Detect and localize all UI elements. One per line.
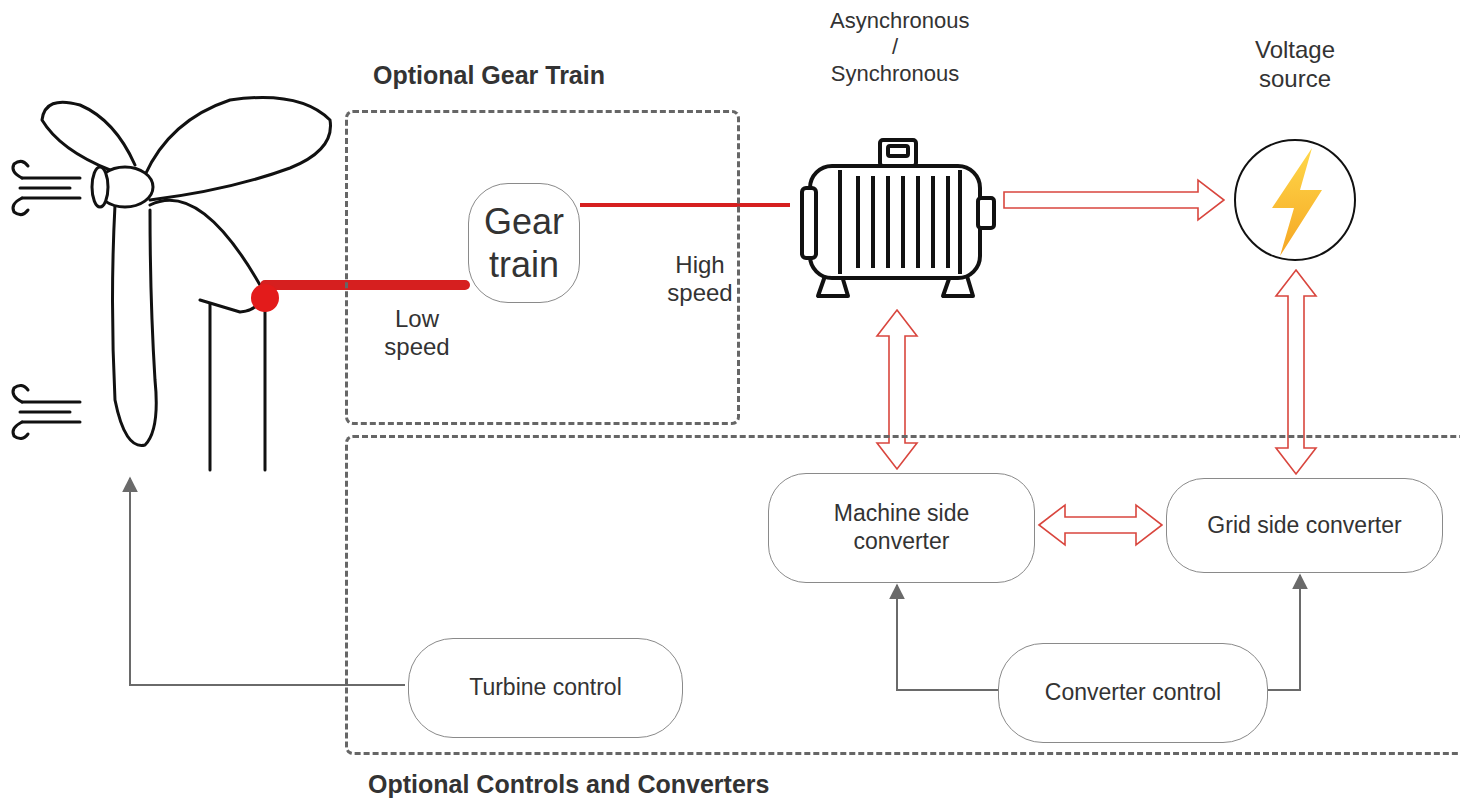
power-flow-arrow xyxy=(1039,505,1162,545)
fin xyxy=(838,170,842,274)
control-box: Converter control xyxy=(998,643,1268,743)
box-label: Machine side converter xyxy=(797,500,1006,555)
box-label: Gear train xyxy=(477,200,571,286)
fin xyxy=(901,176,905,268)
power-flow-arrow xyxy=(1276,270,1316,474)
fin xyxy=(871,176,875,268)
shaft-line xyxy=(580,203,790,207)
power-flow-arrow xyxy=(877,310,917,469)
fin xyxy=(931,176,935,268)
fin xyxy=(886,176,890,268)
box-label: Turbine control xyxy=(469,674,622,702)
machine-type-label: Asynchronous / Synchronous xyxy=(830,8,960,87)
box-text-wrap: Turbine control xyxy=(469,674,622,702)
generator-machine: Asynchronous / Synchronous xyxy=(790,8,1000,306)
shaft-speed-label: Low speed xyxy=(372,305,462,360)
box-label: Grid side converter xyxy=(1207,512,1401,540)
box-text-wrap: Converter control xyxy=(1045,679,1221,707)
converter-box: Machine side converter xyxy=(768,473,1035,583)
source-symbol xyxy=(1228,134,1362,268)
source-label: Voltage source xyxy=(1228,36,1362,94)
box-text-wrap: Grid side converter xyxy=(1207,512,1401,540)
controls-converters-group: Optional Controls and ConvertersMachine … xyxy=(345,435,1460,755)
group-title: Optional Controls and Converters xyxy=(368,770,769,799)
fin xyxy=(958,170,962,274)
box-label: Converter control xyxy=(1045,679,1221,707)
gear-train-box: Gear train xyxy=(468,183,580,303)
voltage-source: Voltage source xyxy=(1228,36,1362,266)
motor-fins xyxy=(840,170,960,274)
power-flow-arrow xyxy=(1004,180,1224,220)
shaft-speed-label: High speed xyxy=(650,251,750,306)
fin xyxy=(856,176,860,268)
fin xyxy=(946,176,950,268)
motor-icon xyxy=(790,136,1000,306)
fin xyxy=(916,176,920,268)
box-text-wrap: Machine side converter xyxy=(797,500,1006,555)
control-box: Turbine control xyxy=(408,638,683,738)
control-signal-arrow xyxy=(1268,575,1300,690)
box-text-wrap: Gear train xyxy=(477,200,571,286)
converter-box: Grid side converter xyxy=(1166,478,1443,573)
control-signal-arrow xyxy=(897,585,998,690)
group-title: Optional Gear Train xyxy=(373,61,605,90)
